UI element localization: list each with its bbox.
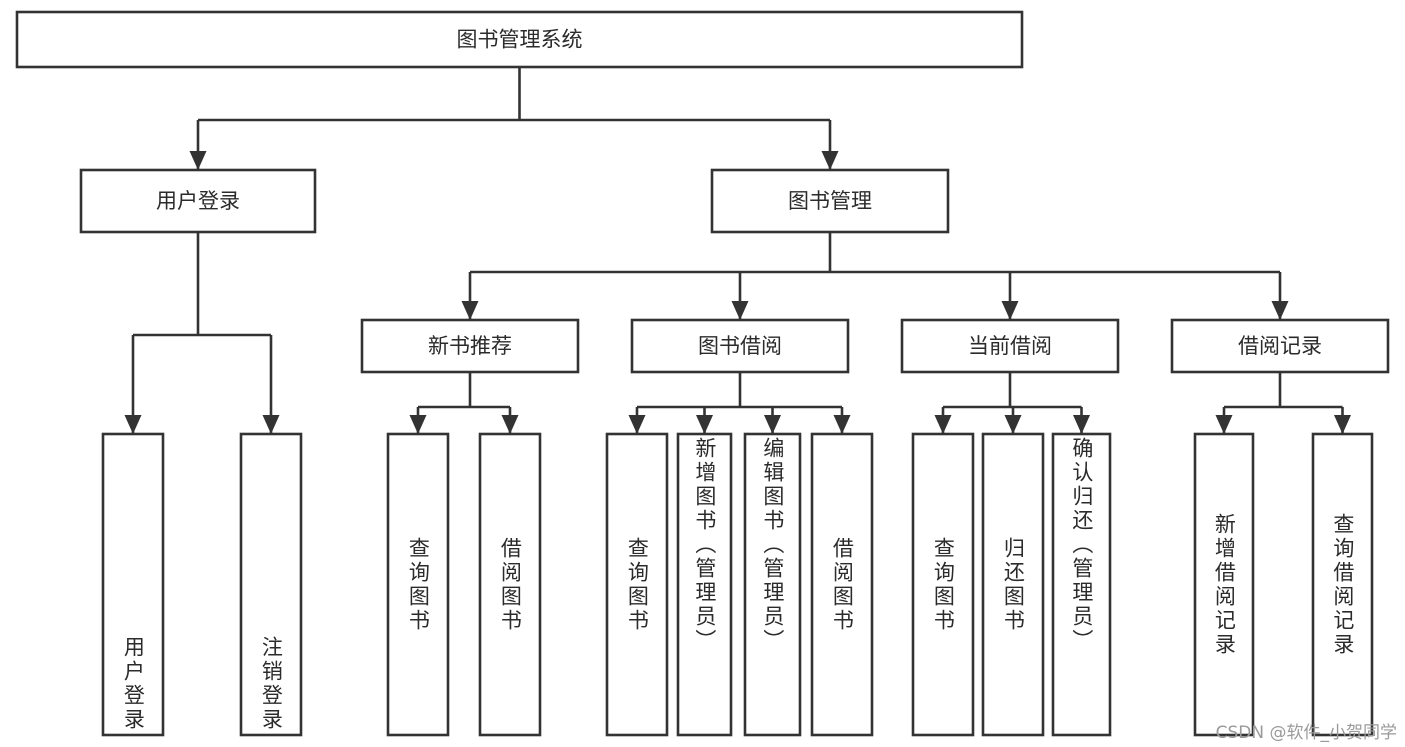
node-box-leaf-query-book-1[interactable] (386, 432, 450, 737)
arrow-head-root-0 (189, 151, 207, 170)
node-box-leaf-user-login[interactable] (101, 432, 165, 737)
arrow-head-borrow-record-0 (1215, 415, 1233, 434)
arrow-head-book-borrow-2 (764, 415, 781, 434)
node-box-leaf-confirm-return[interactable] (1051, 432, 1112, 737)
arrow-head-book-manage-1 (731, 301, 749, 320)
node-box-borrow-record[interactable] (1170, 318, 1390, 374)
node-box-leaf-borrow-book-1[interactable] (478, 432, 542, 737)
arrow-head-book-manage-3 (1271, 301, 1289, 320)
arrow-head-book-borrow-3 (833, 415, 851, 434)
node-box-leaf-add-book[interactable] (676, 432, 733, 737)
node-box-root[interactable] (15, 10, 1024, 69)
arrow-head-book-manage-2 (1001, 301, 1019, 320)
node-box-leaf-borrow-book-2[interactable] (810, 432, 874, 737)
arrow-head-current-borrow-1 (1004, 415, 1022, 434)
node-label-root: 图书管理系统 (457, 28, 583, 52)
arrow-head-book-manage-0 (461, 301, 479, 320)
node-box-book-borrow[interactable] (630, 318, 850, 374)
arrow-head-root-1 (821, 151, 839, 170)
arrow-head-user-login-0 (124, 415, 142, 434)
node-box-leaf-logout[interactable] (239, 432, 303, 737)
arrow-head-current-borrow-0 (934, 415, 952, 434)
node-label-new-book-recommend: 新书推荐 (428, 334, 512, 358)
node-box-leaf-edit-book[interactable] (743, 432, 802, 737)
connectors-layer (124, 67, 1351, 434)
node-label-current-borrow: 当前借阅 (968, 334, 1052, 358)
node-box-current-borrow[interactable] (900, 318, 1120, 374)
arrow-head-borrow-record-1 (1334, 415, 1351, 434)
arrow-head-user-login-1 (262, 415, 280, 434)
node-box-leaf-return-book[interactable] (981, 432, 1045, 737)
arrow-head-new-book-recommend-0 (409, 415, 427, 434)
arrow-head-book-borrow-0 (628, 415, 646, 434)
node-box-leaf-query-record[interactable] (1311, 432, 1374, 737)
node-box-leaf-add-record[interactable] (1193, 432, 1255, 737)
node-label-book-borrow: 图书借阅 (698, 334, 782, 358)
csdn-watermark: CSDN @软件_小贺同学 (1215, 723, 1397, 743)
node-box-leaf-query-book-3[interactable] (911, 432, 975, 737)
node-boxes-layer (15, 10, 1390, 737)
arrow-head-current-borrow-2 (1073, 415, 1090, 434)
node-box-new-book-recommend[interactable] (360, 318, 580, 374)
node-box-user-login[interactable] (79, 168, 317, 234)
node-box-book-manage[interactable] (710, 168, 950, 234)
node-label-user-login: 用户登录 (156, 189, 240, 213)
arrow-head-new-book-recommend-1 (501, 415, 519, 434)
node-label-borrow-record: 借阅记录 (1238, 334, 1322, 358)
node-label-book-manage: 图书管理 (788, 189, 872, 213)
arrow-head-book-borrow-1 (696, 415, 713, 434)
node-box-leaf-query-book-2[interactable] (605, 432, 669, 737)
